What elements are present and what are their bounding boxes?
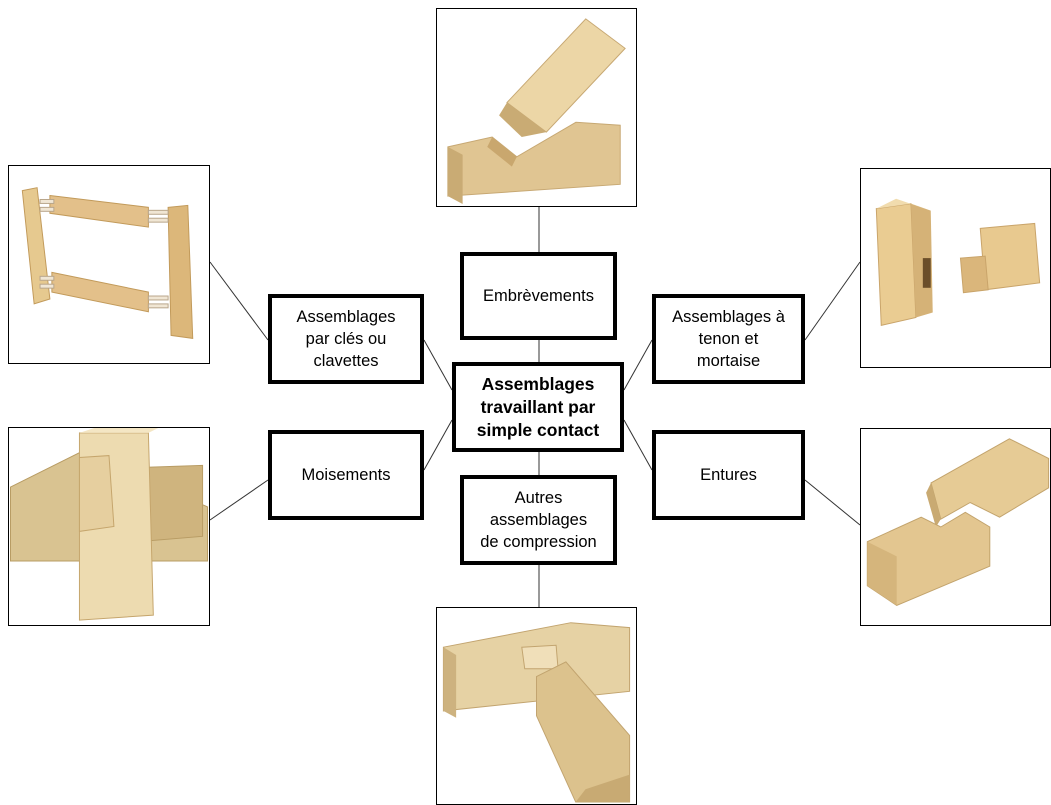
connector-moisements-photo — [209, 479, 269, 521]
connector-moisements-center — [423, 419, 453, 471]
node-moisements-label: Moisements — [301, 466, 391, 484]
scarf-joint-image — [860, 428, 1051, 626]
node-entures: Entures — [652, 430, 805, 520]
connector-cles-center — [423, 339, 453, 391]
center-label: Assemblages travaillant par simple conta… — [476, 373, 600, 440]
node-tenon-label: Assemblages à tenon et mortaise — [672, 308, 785, 370]
clasped-beam-joint-image — [8, 427, 210, 626]
connector-entures-photo — [804, 479, 861, 526]
birdsmouth-joint-image — [436, 8, 637, 207]
node-tenon: Assemblages à tenon et mortaise — [652, 294, 805, 384]
node-cles: Assemblages par clés ou clavettes — [268, 294, 424, 384]
node-embrevements: Embrèvements — [460, 252, 617, 340]
node-embrevements-label: Embrèvements — [483, 287, 594, 305]
node-compression-label: Autres assemblages de compression — [480, 489, 597, 551]
node-moisements: Moisements — [268, 430, 424, 520]
connector-entures-center — [623, 419, 653, 471]
center-node: Assemblages travaillant par simple conta… — [452, 362, 624, 452]
connector-tenon-photo — [804, 261, 861, 341]
connector-cles-photo — [209, 261, 269, 341]
compression-joint-image — [436, 607, 637, 805]
connector-tenon-center — [623, 339, 653, 391]
node-cles-label: Assemblages par clés ou clavettes — [296, 308, 396, 370]
node-entures-label: Entures — [700, 466, 757, 484]
keyed-frame-joint-image — [8, 165, 210, 364]
node-compression: Autres assemblages de compression — [460, 475, 617, 565]
mortise-tenon-joint-image — [860, 168, 1051, 368]
